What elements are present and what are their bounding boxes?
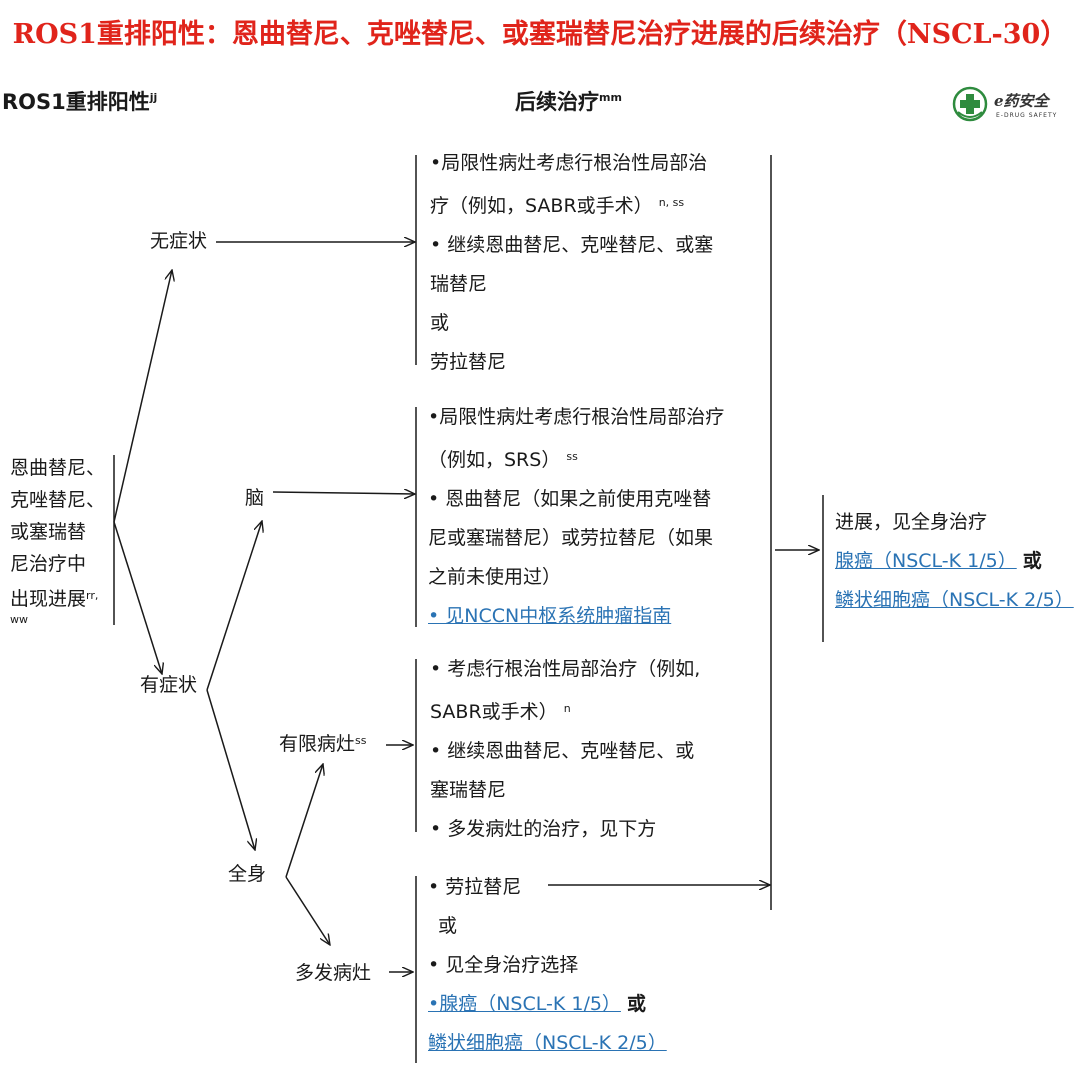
asym-line-2: 疗（例如，SABR或手术） n, ss xyxy=(430,183,713,226)
logo-main-text: e药安全 xyxy=(994,92,1049,110)
start-line-5: 出现进展rr, xyxy=(10,580,105,615)
start-line-4: 尼治疗中 xyxy=(10,553,87,575)
multi-line-3: • 见全身治疗选择 xyxy=(428,954,579,976)
limited-line-2-text: SABR或手术） xyxy=(430,701,558,723)
progression-line-2: 腺癌（NSCL-K 1/5） 或 xyxy=(835,542,1074,581)
asym-line-5: 或 xyxy=(430,312,450,334)
start-sup: rr, xyxy=(86,589,99,602)
page-title: ROS1重排阳性：恩曲替尼、克唑替尼、或塞瑞替尼治疗进展的后续治疗（NSCL-3… xyxy=(12,19,1068,50)
center-header-text: 后续治疗 xyxy=(515,90,599,114)
progression-line-1: 进展，见全身治疗 xyxy=(835,511,988,533)
start-line-1: 恩曲替尼、 xyxy=(10,457,106,479)
box-asymptomatic: •局限性病灶考虑行根治性局部治 疗（例如，SABR或手术） n, ss • 继续… xyxy=(430,144,713,382)
asym-line-2-text: 疗（例如，SABR或手术） xyxy=(430,195,653,217)
limited-line-2-sup: n xyxy=(563,702,571,715)
multi-adenocarcinoma-link[interactable]: •腺癌（NSCL-K 1/5） xyxy=(428,993,621,1015)
asym-line-2-sup: n, ss xyxy=(658,196,685,209)
multi-or-text: 或 xyxy=(626,993,646,1015)
limited-line-5: • 多发病灶的治疗，见下方 xyxy=(430,818,657,840)
start-line-3: 或塞瑞替 xyxy=(10,521,87,543)
center-header-sup: mm xyxy=(599,91,622,104)
brain-line-2-text: （例如，SRS） xyxy=(428,449,561,471)
node-limited-disease: 有限病灶ss xyxy=(279,721,366,764)
brain-line-4: 尼或塞瑞替尼）或劳拉替尼（如果 xyxy=(428,527,714,549)
progression-squamous-link[interactable]: 鳞状细胞癌（NSCL-K 2/5） xyxy=(835,589,1074,611)
brain-line-2-sup: ss xyxy=(566,450,578,463)
box-limited-disease: • 考虑行根治性局部治疗（例如, SABR或手术） n • 继续恩曲替尼、克唑替… xyxy=(430,650,700,849)
start-line-5-text: 出现进展 xyxy=(10,588,87,610)
multi-line-1: • 劳拉替尼 xyxy=(428,876,522,898)
multi-line-4: •腺癌（NSCL-K 1/5） 或 xyxy=(428,985,667,1024)
limited-line-4: 塞瑞替尼 xyxy=(430,779,507,801)
box-multiple-lesions: • 劳拉替尼 或 • 见全身治疗选择 •腺癌（NSCL-K 1/5） 或 鳞状细… xyxy=(428,868,667,1063)
left-header-text: ROS1重排阳性 xyxy=(2,90,150,114)
start-sup-2: ww xyxy=(10,613,28,626)
start-line-2: 克唑替尼、 xyxy=(10,489,106,511)
center-column-header: 后续治疗mm xyxy=(515,86,622,116)
node-limited-sup: ss xyxy=(355,734,367,747)
progression-adenocarcinoma-link[interactable]: 腺癌（NSCL-K 1/5） xyxy=(835,550,1017,572)
start-node: 恩曲替尼、 克唑替尼、 或塞瑞替 尼治疗中 出现进展rr, ww xyxy=(10,452,105,625)
node-asymptomatic: 无症状 xyxy=(150,230,208,252)
multi-line-2: 或 xyxy=(438,915,458,937)
brain-line-5: 之前未使用过） xyxy=(428,566,562,588)
brain-line-1: •局限性病灶考虑行根治性局部治疗 xyxy=(428,406,725,428)
asym-line-3: • 继续恩曲替尼、克唑替尼、或塞 xyxy=(430,234,714,256)
limited-line-2: SABR或手术） n xyxy=(430,689,700,732)
node-systemic: 全身 xyxy=(228,863,267,885)
box-brain: •局限性病灶考虑行根治性局部治疗 （例如，SRS） ss • 恩曲替尼（如果之前… xyxy=(428,398,724,636)
brain-line-3: • 恩曲替尼（如果之前使用克唑替 xyxy=(428,488,712,510)
node-brain: 脑 xyxy=(245,487,265,509)
node-multiple-lesions: 多发病灶 xyxy=(295,962,372,984)
node-limited-text: 有限病灶 xyxy=(279,733,356,755)
asym-line-6: 劳拉替尼 xyxy=(430,351,507,373)
left-column-header: ROS1重排阳性jj xyxy=(2,86,157,116)
logo-sub-text: E-DRUG SAFETY xyxy=(996,112,1058,119)
nccn-cns-guideline-link[interactable]: • 见NCCN中枢系统肿瘤指南 xyxy=(428,605,672,627)
limited-line-3: • 继续恩曲替尼、克唑替尼、或 xyxy=(430,740,695,762)
progression-or-text: 或 xyxy=(1022,550,1042,572)
node-symptomatic: 有症状 xyxy=(140,674,198,696)
limited-line-1: • 考虑行根治性局部治疗（例如, xyxy=(430,658,701,680)
edrug-safety-logo: e药安全 E-DRUG SAFETY xyxy=(952,86,1070,124)
box-progression: 进展，见全身治疗 腺癌（NSCL-K 1/5） 或 鳞状细胞癌（NSCL-K 2… xyxy=(835,503,1074,620)
multi-squamous-link[interactable]: 鳞状细胞癌（NSCL-K 2/5） xyxy=(428,1032,667,1054)
logo-cross-icon xyxy=(952,86,988,122)
asym-line-1: •局限性病灶考虑行根治性局部治 xyxy=(430,152,708,174)
brain-line-2: （例如，SRS） ss xyxy=(428,437,724,480)
asym-line-4: 瑞替尼 xyxy=(430,273,488,295)
left-header-sup: jj xyxy=(149,91,158,104)
